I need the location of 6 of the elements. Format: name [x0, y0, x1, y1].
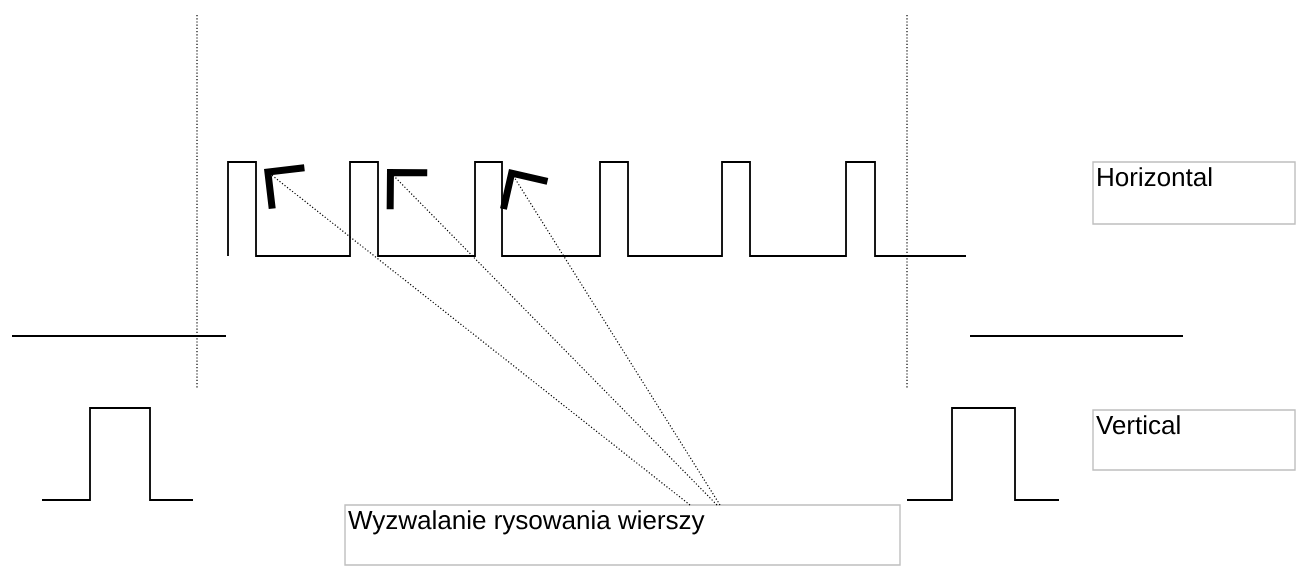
leader-arrow: [386, 169, 718, 506]
label-box: Horizontal: [1092, 161, 1296, 225]
label-box: Wyzwalanie rysowania wierszy: [344, 504, 901, 566]
label-box: Vertical: [1092, 409, 1296, 471]
leader-arrow: [264, 164, 691, 506]
leader-arrow: [500, 169, 721, 506]
